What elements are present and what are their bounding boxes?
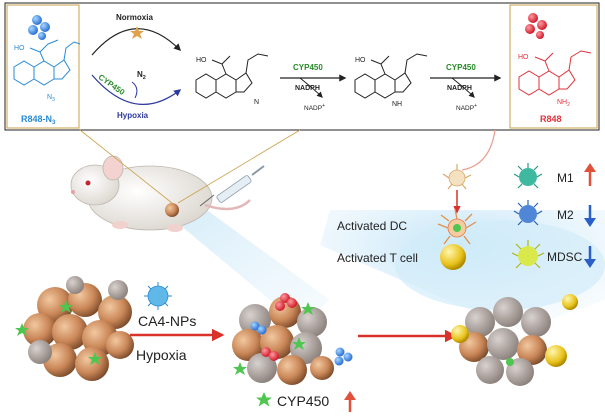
m2-cell bbox=[513, 200, 543, 226]
bottom-hypoxia-label: Hypoxia bbox=[136, 347, 187, 363]
mdsc-down-arrow bbox=[584, 246, 596, 268]
prodrug-beads bbox=[28, 15, 50, 40]
nadp-label-3: NADP+ bbox=[456, 103, 477, 112]
int1-ho-label: HO bbox=[196, 57, 207, 64]
int2-ho-label: HO bbox=[355, 57, 366, 64]
mouse-tumor bbox=[165, 203, 179, 217]
m1-label: M1 bbox=[557, 171, 574, 185]
n2-label: N2 bbox=[137, 70, 146, 81]
prodrug-n3-label: N3 bbox=[47, 94, 55, 103]
connector-right bbox=[177, 129, 301, 204]
mouse-illustration bbox=[70, 155, 251, 232]
hypoxia-n2-branch bbox=[131, 81, 138, 99]
drug-ho-label: HO bbox=[518, 54, 529, 61]
molecule-drug bbox=[518, 50, 592, 96]
drug-nh2-label: NH2 bbox=[557, 99, 570, 108]
int1-n-radical-label: N bbox=[254, 99, 259, 106]
drug-beads bbox=[525, 13, 547, 39]
cyp450-bottom-label: CYP450 bbox=[277, 393, 329, 409]
ca4-nanoparticle-icon bbox=[144, 282, 172, 310]
int2-nh-label: NH bbox=[392, 101, 402, 108]
tumor-treated bbox=[451, 294, 578, 386]
molecule-intermediate-1 bbox=[195, 53, 269, 99]
activated-dc-cell bbox=[437, 208, 477, 245]
ca4-nps-label: CA4-NPs bbox=[138, 313, 196, 329]
prodrug-ho-label: HO bbox=[14, 45, 25, 52]
immature-dc-cell bbox=[442, 164, 472, 190]
drug-release-curve bbox=[461, 129, 496, 171]
cyp450-star-icon bbox=[256, 392, 272, 407]
hypoxia-label: Hypoxia bbox=[117, 111, 149, 120]
hypoxia-arc bbox=[91, 74, 182, 105]
syringe-icon bbox=[199, 165, 265, 207]
molecule-intermediate-2 bbox=[354, 53, 428, 99]
m1-up-arrow bbox=[584, 163, 596, 186]
prodrug-name-label: R848-N3 bbox=[21, 114, 56, 126]
connector-left bbox=[79, 129, 173, 204]
nadp-label-2: NADP+ bbox=[304, 103, 325, 112]
mdsc-label: MDSC bbox=[547, 250, 583, 264]
nadph-label-2: NADPH bbox=[295, 85, 320, 92]
mdsc-cell bbox=[511, 240, 545, 269]
tumor-initial bbox=[15, 276, 134, 381]
nadp-curve-3 bbox=[451, 77, 475, 98]
activated-t-cell-label: Activated T cell bbox=[337, 251, 418, 265]
normoxia-arc bbox=[91, 28, 182, 56]
drug-name-label: R848 bbox=[540, 114, 562, 124]
nadph-label-3: NADPH bbox=[447, 85, 472, 92]
molecule-prodrug bbox=[13, 39, 81, 86]
normoxia-block-star bbox=[130, 26, 144, 39]
activated-t-cell bbox=[440, 244, 466, 270]
cyp450-label-2: CYP450 bbox=[293, 63, 323, 72]
normoxia-label: Normoxia bbox=[116, 13, 153, 22]
reaction-panel bbox=[4, 2, 600, 131]
glow-halo-right bbox=[395, 220, 605, 310]
tumor-hypoxic bbox=[232, 293, 353, 385]
m1-cell bbox=[513, 163, 543, 189]
drug-box bbox=[509, 4, 598, 129]
cyp450-label-3: CYP450 bbox=[446, 63, 476, 72]
activated-dc-label: Activated DC bbox=[337, 219, 407, 233]
m2-label: M2 bbox=[557, 208, 574, 222]
cyp450-up-arrow bbox=[344, 391, 356, 412]
nadp-curve-2 bbox=[299, 77, 323, 98]
m2-down-arrow bbox=[584, 205, 596, 227]
